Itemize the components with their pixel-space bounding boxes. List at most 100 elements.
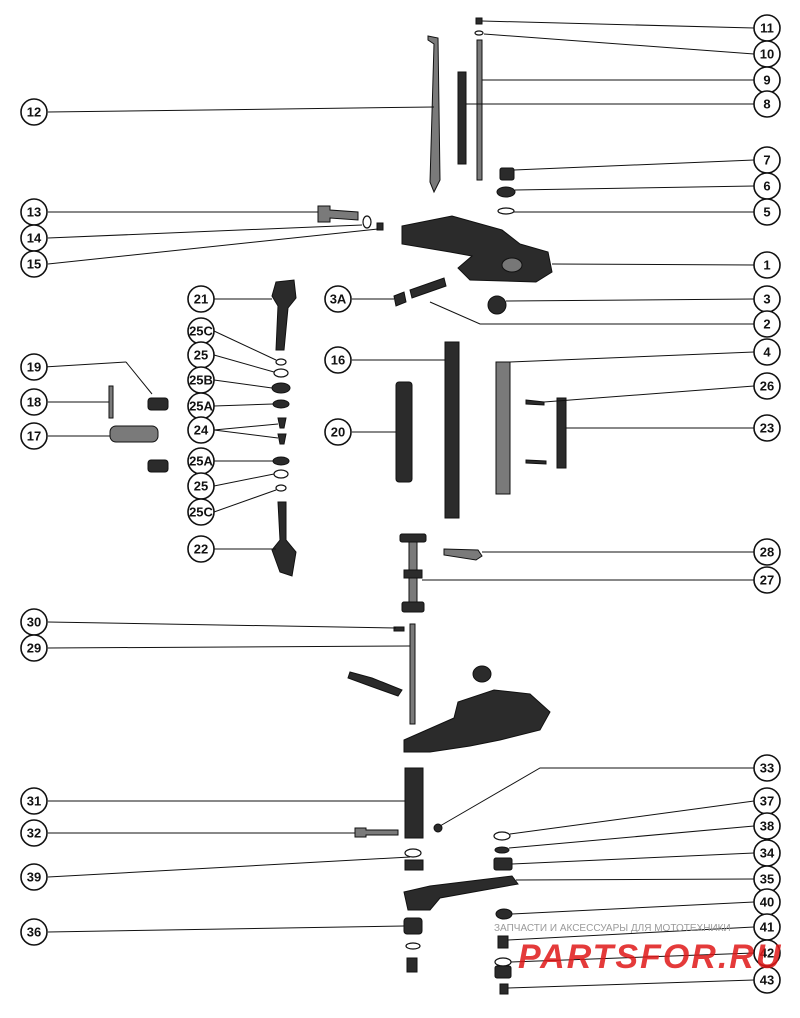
svg-text:8: 8 — [763, 97, 770, 112]
svg-text:11: 11 — [760, 21, 774, 36]
svg-text:25A: 25A — [189, 399, 213, 414]
callout-38: 38 — [753, 812, 781, 840]
callout-43: 43 — [753, 966, 781, 994]
callout-27: 27 — [753, 566, 781, 594]
part-3A — [393, 291, 407, 307]
callout-7: 7 — [753, 146, 781, 174]
svg-text:39: 39 — [27, 870, 41, 885]
part-19-lower — [147, 459, 169, 473]
svg-text:20: 20 — [331, 425, 345, 440]
part-12-rod — [427, 35, 441, 194]
callout-8: 8 — [753, 90, 781, 118]
part-3 — [487, 295, 507, 315]
part-25B — [271, 382, 291, 394]
callout-19: 19 — [20, 353, 48, 381]
part-10 — [474, 30, 484, 36]
parts-illustration — [108, 17, 567, 995]
svg-text:42: 42 — [760, 946, 774, 961]
part-27-bot — [401, 601, 425, 613]
part-22-lever — [271, 501, 297, 577]
part-23 — [556, 397, 567, 469]
part-20-tube — [395, 381, 413, 483]
callout-34: 34 — [753, 839, 781, 867]
callout-15: 15 — [20, 250, 48, 278]
callout-9: 9 — [753, 66, 781, 94]
svg-text:30: 30 — [27, 615, 41, 630]
part-39-b — [404, 859, 424, 871]
callout-28: 28 — [753, 538, 781, 566]
part-11 — [475, 17, 483, 25]
svg-text:25C: 25C — [189, 324, 213, 339]
part-39 — [404, 848, 422, 858]
svg-text:26: 26 — [760, 379, 774, 394]
part-7 — [499, 167, 515, 181]
watermark-brand: PARTSFOR.RU — [518, 938, 782, 976]
part-42 — [494, 957, 512, 967]
callout-1: 1 — [753, 251, 781, 279]
svg-text:2: 2 — [763, 317, 770, 332]
callout-25-lower: 25 — [187, 472, 215, 500]
svg-text:23: 23 — [760, 421, 774, 436]
svg-text:38: 38 — [760, 819, 774, 834]
svg-text:6: 6 — [763, 179, 770, 194]
callout-22: 22 — [187, 535, 215, 563]
svg-text:37: 37 — [760, 794, 774, 809]
svg-text:35: 35 — [760, 872, 774, 887]
part-14 — [362, 215, 372, 229]
svg-text:36: 36 — [27, 925, 41, 940]
part-6 — [496, 186, 516, 198]
svg-text:29: 29 — [27, 641, 41, 656]
svg-text:12: 12 — [27, 105, 41, 120]
svg-text:10: 10 — [760, 47, 774, 62]
part-lower-nut — [472, 665, 492, 683]
svg-text:43: 43 — [760, 973, 774, 988]
callout-17: 17 — [20, 422, 48, 450]
part-40 — [495, 908, 513, 920]
callout-4: 4 — [753, 338, 781, 366]
part-24-upper — [277, 417, 287, 429]
callout-41: 41 — [753, 913, 781, 941]
svg-text:28: 28 — [760, 545, 774, 560]
leader-lines — [43, 20, 755, 989]
part-29-rod — [409, 623, 416, 725]
part-1-bracket — [401, 215, 553, 283]
svg-text:5: 5 — [763, 205, 770, 220]
part-34 — [493, 857, 513, 871]
part-36-screw — [406, 957, 418, 973]
callout-25A-lower: 25A — [187, 447, 215, 475]
part-8-shaft — [457, 71, 467, 165]
callout-18: 18 — [20, 388, 48, 416]
svg-text:41: 41 — [760, 920, 774, 935]
callout-10: 10 — [753, 40, 781, 68]
callout-42: 42 — [753, 939, 781, 967]
callout-24: 24 — [187, 416, 215, 444]
callout-6: 6 — [753, 172, 781, 200]
callout-40: 40 — [753, 888, 781, 916]
callout-5: 5 — [753, 198, 781, 226]
part-21-lever — [271, 279, 297, 351]
svg-text:22: 22 — [194, 542, 208, 557]
svg-text:34: 34 — [760, 846, 775, 861]
callout-11: 11 — [753, 14, 781, 42]
svg-text:33: 33 — [760, 761, 774, 776]
callout-21: 21 — [187, 285, 215, 313]
svg-text:25A: 25A — [189, 454, 213, 469]
part-25-upper — [273, 368, 289, 378]
svg-text:25B: 25B — [189, 373, 213, 388]
svg-text:27: 27 — [760, 573, 774, 588]
svg-text:25: 25 — [194, 479, 208, 494]
svg-text:9: 9 — [763, 73, 770, 88]
svg-text:32: 32 — [27, 826, 41, 841]
part-31 — [404, 767, 424, 839]
part-26-pin-a — [525, 399, 545, 406]
svg-text:16: 16 — [331, 353, 345, 368]
svg-text:18: 18 — [27, 395, 41, 410]
part-16-shaft — [444, 341, 460, 519]
part-25A-lower — [272, 456, 290, 466]
part-18 — [108, 385, 114, 419]
part-17-spring — [109, 425, 159, 443]
part-13-bolt — [317, 205, 359, 223]
part-28 — [443, 548, 483, 561]
part-38 — [494, 846, 510, 854]
